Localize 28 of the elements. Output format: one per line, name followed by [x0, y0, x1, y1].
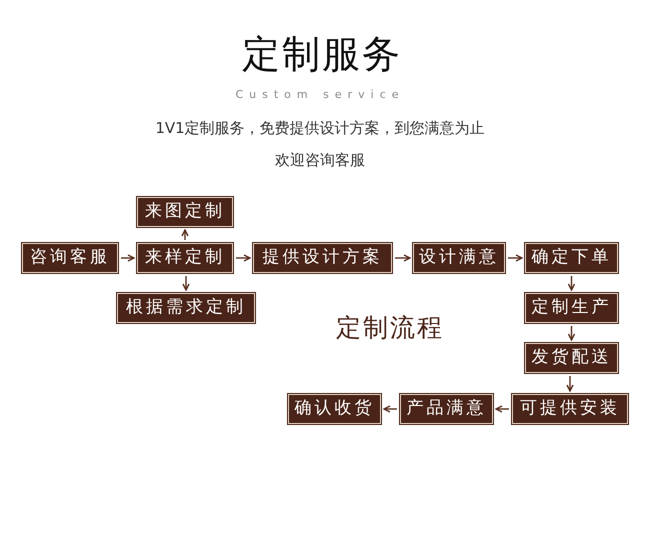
process-box: 产品满意	[400, 394, 493, 424]
arrow	[383, 405, 397, 413]
arrow	[236, 254, 251, 262]
description-text: 欢迎咨询客服	[274, 150, 366, 170]
process-box: 确认收货	[288, 394, 381, 424]
process-box: 发货配送	[525, 343, 618, 373]
process-box: 提供设计方案	[253, 243, 392, 273]
process-box: 确定下单	[525, 243, 618, 273]
arrow	[566, 376, 574, 392]
process-box: 来图定制	[137, 197, 233, 227]
process-box: 来样定制	[137, 243, 233, 273]
title: 定制服务	[241, 31, 403, 78]
description-text: 1V1定制服务，免费提供设计方案，到您满意为止	[154, 118, 486, 138]
arrow	[495, 405, 509, 413]
arrow	[568, 276, 576, 291]
arrow	[568, 326, 576, 341]
arrow	[395, 254, 411, 262]
arrow	[508, 254, 523, 262]
process-box: 定制生产	[525, 293, 618, 323]
section-heading: 定制流程	[335, 312, 445, 344]
subtitle: Custom service	[234, 88, 406, 102]
arrow	[181, 229, 189, 240]
arrow	[182, 276, 190, 291]
process-box: 可提供安装	[512, 394, 628, 424]
process-box: 咨询客服	[22, 243, 118, 273]
process-box: 设计满意	[413, 243, 505, 273]
process-box: 根据需求定制	[117, 293, 255, 323]
arrow	[121, 254, 135, 262]
